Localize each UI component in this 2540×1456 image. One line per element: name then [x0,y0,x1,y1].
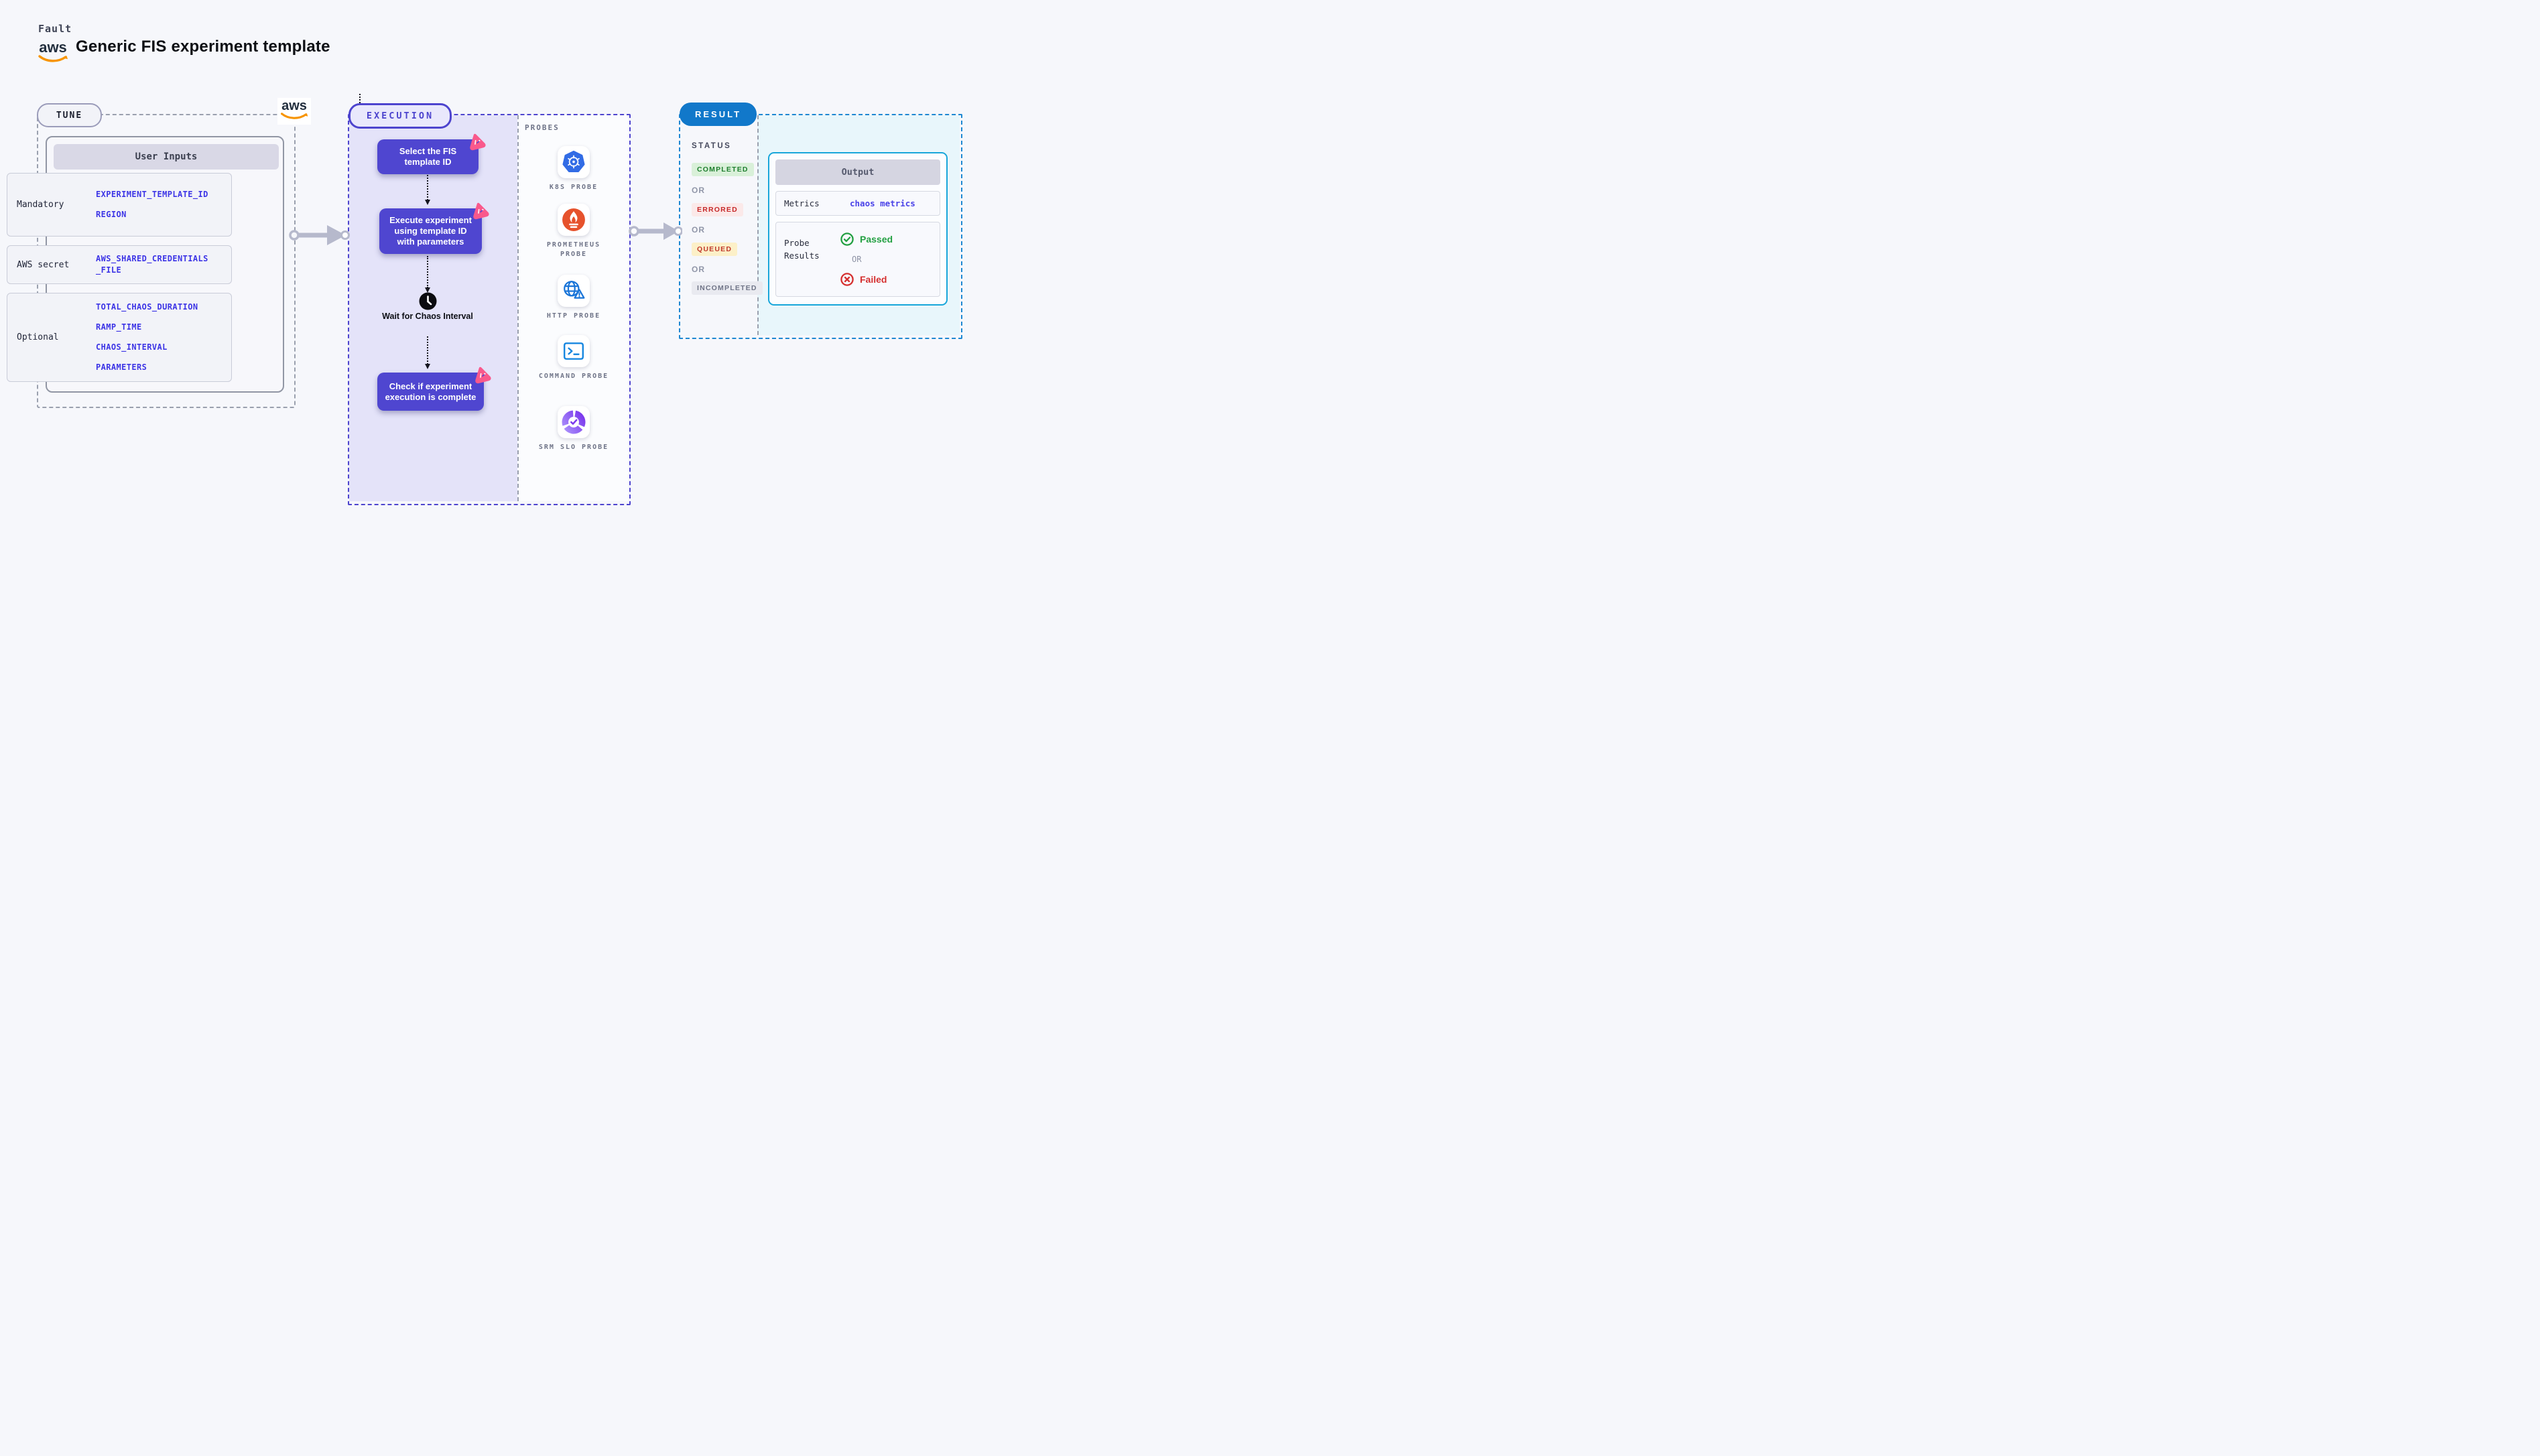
or-separator: OR [692,225,705,235]
status-badge-incompleted: INCOMPLETED [692,281,763,295]
status-title: STATUS [692,142,732,150]
probe-label: COMMAND PROBE [538,373,609,380]
row-value: RAMP_TIME [96,322,142,332]
probe-card-prometheus [558,204,590,236]
step-text: Select the FIS template ID [399,146,457,167]
clock-icon [419,292,437,310]
chaos-experiment-icon [473,202,489,220]
aws-smile-icon [280,113,308,119]
status-badge-errored: ERRORED [692,203,743,216]
status-badge-queued: QUEUED [692,243,738,256]
tune-pill: TUNE [37,103,102,127]
x-circle-icon [840,273,854,286]
brand-label: Fault [38,23,72,35]
metrics-label: Metrics [784,198,820,208]
probe-result-failed: Failed [840,272,887,287]
row-value: AWS_SHARED_CREDENTIALS_FILE [96,254,208,275]
metrics-value: chaos metrics [850,198,915,208]
row-label: Optional [17,332,59,342]
step-text: Check if experiment execution is complet… [385,381,477,402]
flow-connector [425,336,430,369]
row-value: REGION [96,210,127,219]
step-wait-for-chaos-interval: Wait for Chaos Interval [382,312,473,321]
prometheus-icon [562,208,585,231]
row-value: CHAOS_INTERVAL [96,342,168,352]
aws-smile-icon [38,55,68,62]
arrow-tune-to-execution [289,225,350,245]
execution-pill: EXECUTION [348,103,452,129]
aws-logo-text: aws [39,39,67,56]
probe-label: SRM SLO PROBE [538,444,609,451]
output-probe-results-row: Probe Results Passed OR Failed [775,222,940,297]
or-separator: OR [852,255,862,264]
user-input-row-aws-secret: AWS secret AWS_SHARED_CREDENTIALS_FILE [7,245,232,284]
dotted-stub-line [359,94,361,103]
step-select-template: Select the FIS template ID [377,133,486,174]
user-input-row-mandatory: Mandatory EXPERIMENT_TEMPLATE_ID REGION [7,173,232,237]
page-title: Generic FIS experiment template [76,38,330,56]
user-inputs-header: User Inputs [54,144,279,170]
or-separator: OR [692,265,705,274]
result-pill: RESULT [680,103,757,126]
output-card: Output Metrics chaos metrics Probe Resul… [768,152,948,306]
probe-results-label: Probe Results [784,238,820,261]
probe-card-command [558,335,590,367]
or-separator: OR [692,186,705,195]
flow-connector [425,256,430,293]
aws-logo-small: aws [277,98,311,125]
probe-result-passed: Passed [840,232,893,247]
check-circle-icon [840,233,854,246]
output-metrics-row: Metrics chaos metrics [775,191,940,216]
probe-label: HTTP PROBE [546,312,601,320]
probe-card-http [558,275,590,307]
chaos-experiment-icon [470,133,486,151]
probe-card-srm-slo [558,406,590,438]
result-group-frame [679,114,962,339]
row-value: PARAMETERS [96,362,147,372]
diagram-canvas: Fault aws Generic FIS experiment templat… [0,0,1051,602]
probe-label: PROMETHEUS PROBE [546,241,601,258]
terminal-icon [563,342,584,360]
step-execute-experiment: Execute experiment using template ID wit… [379,202,489,254]
probes-title: PROBES [525,123,560,132]
row-label: AWS secret [17,259,70,270]
chaos-experiment-icon [475,367,491,384]
step-check-complete: Check if experiment execution is complet… [377,367,491,411]
failed-text: Failed [860,274,887,285]
output-header: Output [775,159,940,185]
kubernetes-icon [562,150,585,173]
row-value: EXPERIMENT_TEMPLATE_ID [96,190,208,199]
aws-logo: aws [38,40,68,66]
passed-text: Passed [860,234,893,245]
row-value: TOTAL_CHAOS_DURATION [96,302,198,312]
slo-pie-icon [562,410,586,434]
user-input-row-optional: Optional TOTAL_CHAOS_DURATION RAMP_TIME … [7,293,232,382]
http-globe-icon [564,281,585,299]
arrow-execution-to-result [629,222,682,240]
step-text: Execute experiment using template ID wit… [389,215,472,247]
execution-flow-background [349,115,517,501]
probe-label: K8S PROBE [549,184,598,191]
probe-card-k8s [558,146,590,178]
flow-connector [425,175,430,205]
aws-logo-text: aws [281,98,307,113]
row-label: Mandatory [17,200,64,210]
execution-group-frame [348,114,631,505]
status-badge-completed: COMPLETED [692,163,754,176]
